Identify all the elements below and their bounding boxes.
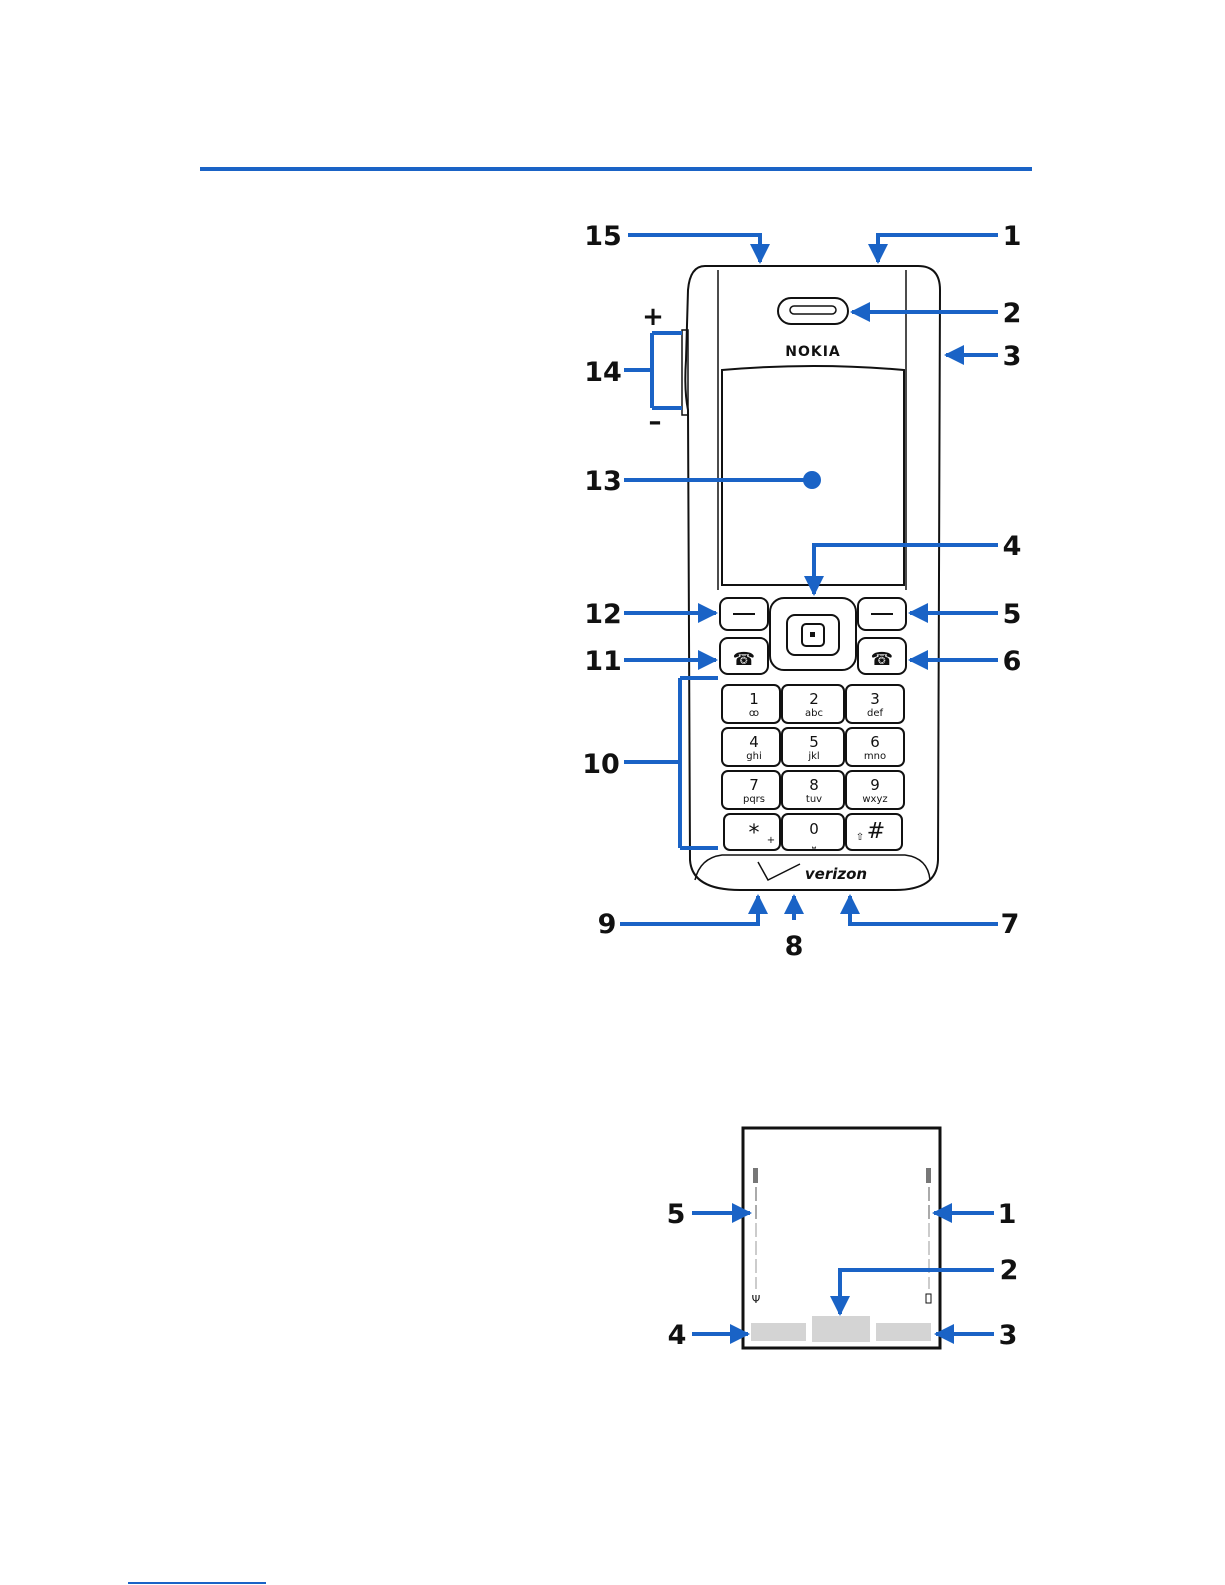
navi-key[interactable]	[770, 598, 856, 670]
key-6-letters: mno	[864, 751, 886, 762]
key-star-symbol: *	[749, 821, 760, 846]
display-callout-5: 5	[667, 1199, 686, 1230]
callout-4: 4	[1003, 531, 1022, 562]
right-softkey-area	[876, 1323, 931, 1341]
key-2-letters: abc	[805, 708, 823, 719]
key-3-number: 3	[870, 690, 880, 708]
callout-5: 5	[1003, 599, 1022, 630]
display-callout-3: 3	[999, 1320, 1018, 1351]
callout-3: 3	[1003, 341, 1022, 372]
key-8-letters: tuv	[806, 794, 822, 805]
volume-plus-label: +	[642, 302, 664, 332]
callout-13: 13	[584, 466, 622, 497]
callout-1: 1	[1003, 221, 1022, 252]
volume-minus-label: –	[649, 407, 662, 437]
key-7-number: 7	[749, 776, 759, 794]
callout-9: 9	[598, 909, 617, 940]
key-7-letters: pqrs	[743, 794, 765, 805]
key-hash-symbol: #	[867, 819, 885, 844]
key-4-letters: ghi	[746, 751, 761, 762]
callout-15: 15	[584, 221, 622, 252]
callout-12: 12	[584, 599, 622, 630]
key-3-letters: def	[867, 708, 884, 719]
callout-10: 10	[582, 749, 620, 780]
footer-rule	[128, 1582, 266, 1584]
key-4-number: 4	[749, 733, 759, 751]
key-8-number: 8	[809, 776, 819, 794]
callout-8: 8	[785, 931, 804, 962]
left-softkey-area	[751, 1323, 806, 1341]
key-5-letters: jkl	[807, 751, 819, 762]
key-0-number: 0	[809, 820, 819, 838]
key-9-letters: wxyz	[862, 794, 887, 805]
middle-softkey-area	[812, 1316, 870, 1342]
display-callout-1: 1	[998, 1199, 1017, 1230]
display-callout-2: 2	[1000, 1255, 1019, 1286]
key-0-letters: ⎵	[812, 838, 816, 849]
antenna-icon: Ψ	[752, 1293, 761, 1306]
key-1-number: 1	[749, 690, 759, 708]
earpiece	[778, 298, 848, 324]
end-icon: ☎	[871, 649, 893, 670]
standby-display: Ψ	[743, 1128, 940, 1348]
key-hash-letters: ⇧	[856, 832, 864, 843]
callout-2: 2	[1003, 298, 1022, 329]
key-star-letters: +	[767, 835, 775, 846]
key-6-number: 6	[870, 733, 880, 751]
display-callout-4: 4	[668, 1320, 687, 1351]
brand-logo: NOKIA	[785, 344, 841, 360]
callout-6: 6	[1003, 646, 1022, 677]
key-2-number: 2	[809, 690, 819, 708]
callout-11: 11	[584, 646, 622, 677]
key-1-letters: ꝏ	[749, 708, 759, 719]
key-5-number: 5	[809, 733, 819, 751]
carrier-logo: verizon	[805, 865, 867, 883]
callout-7: 7	[1001, 909, 1020, 940]
key-9-number: 9	[870, 776, 880, 794]
call-icon: ☎	[733, 649, 755, 670]
callout-14: 14	[584, 357, 622, 388]
